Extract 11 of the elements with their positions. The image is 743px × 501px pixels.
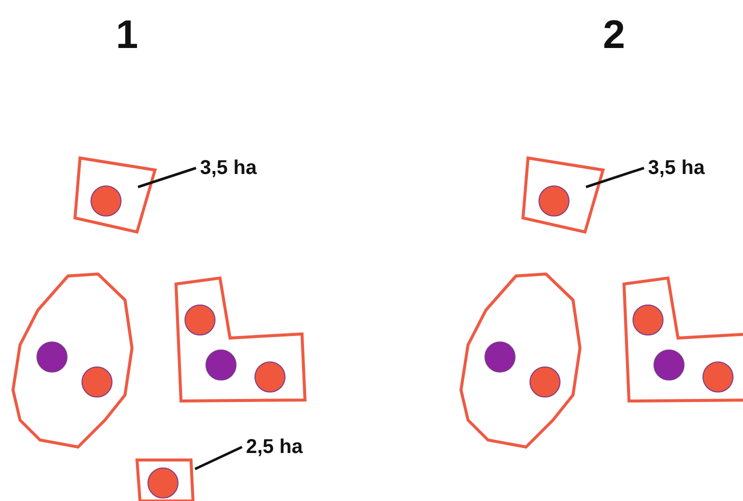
area-label: 2,5 ha: [246, 437, 303, 457]
leader-line: [194, 446, 243, 470]
parcel-outline: [73, 156, 157, 234]
area-label: 3,5 ha: [200, 158, 257, 178]
panel-number: 2: [602, 15, 626, 55]
parcel-outline: [135, 458, 195, 501]
area-label: 3,5 ha: [648, 158, 705, 178]
leader-line: [586, 166, 644, 188]
leader-line: [138, 166, 196, 188]
panel-number: 1: [116, 15, 138, 55]
parcel-outline: [521, 156, 605, 234]
